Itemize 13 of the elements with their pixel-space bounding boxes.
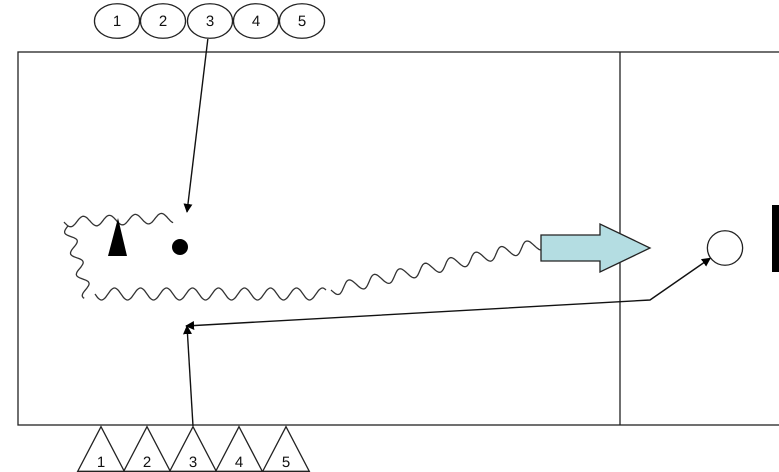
- player-number: 1: [96, 455, 106, 470]
- player-number: 2: [142, 455, 152, 470]
- pass-arrow: [183, 325, 194, 426]
- player-number: 4: [252, 14, 260, 28]
- player-number: 1: [112, 14, 122, 28]
- player-number: 5: [282, 455, 290, 470]
- player-number: 2: [158, 14, 168, 28]
- player-number: 3: [206, 14, 214, 28]
- pass-arrow: [184, 38, 209, 213]
- pass-arrow: [185, 258, 711, 330]
- player-number: 4: [234, 455, 244, 470]
- player-number: 3: [188, 455, 198, 470]
- player-number: 5: [298, 14, 306, 28]
